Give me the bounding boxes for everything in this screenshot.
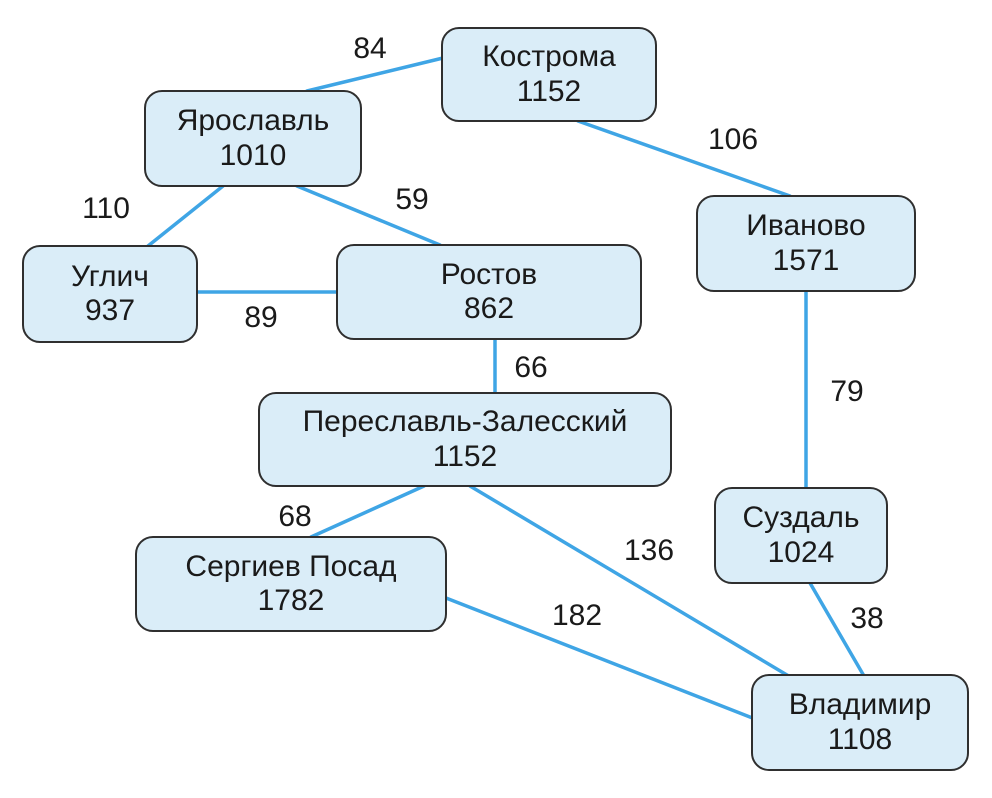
city-value: 1782 [257,584,325,617]
city-name: Владимир [788,688,932,721]
edge-weight-ivanovo-suzdal: 79 [830,375,864,408]
edge-suzdal-vladimir [808,581,866,678]
city-name: Переславль-Залесский [302,405,628,438]
city-value: 862 [463,292,515,325]
city-value: 1152 [516,74,582,108]
edge-weight-yaroslavl-rostov: 59 [395,183,429,216]
city-value: 1010 [219,138,287,172]
city-name: Углич [71,259,149,293]
edge-kostroma-ivanovo [576,119,792,198]
edge-weight-rostov-pereslavl: 66 [514,351,548,384]
edge-yaroslavl-uglich [146,184,225,248]
city-value: 937 [84,294,136,327]
city-name: Ярославль [176,104,330,137]
edge-weight-suzdal-vladimir: 38 [850,602,884,635]
edge-yaroslavl-rostov [295,184,442,247]
edge-weight-yaroslavl-uglich: 110 [82,192,130,225]
city-value: 1152 [432,439,498,473]
edge-weight-kostroma-ivanovo: 106 [707,123,759,156]
edge-pereslavl-vladimir [468,484,794,680]
edge-weight-sergiev-vladimir: 182 [551,599,603,632]
edge-weight-pereslavl-vladimir: 136 [623,534,675,567]
edge-weight-pereslavl-sergiev: 68 [278,500,312,533]
city-name: Ростов [440,257,538,291]
city-name: Иваново [746,209,866,242]
edge-pereslavl-sergiev [309,484,426,539]
city-name: Суздаль [742,501,860,534]
edge-yaroslavl-kostroma [305,56,445,93]
city-value: 1571 [772,243,840,277]
city-value: 1108 [827,722,893,756]
city-value: 1024 [767,535,835,569]
edge-weight-yaroslavl-kostroma: 84 [353,32,387,65]
city-name: Кострома [482,40,616,73]
edge-sergiev-vladimir [444,596,757,721]
edge-weight-uglich-rostov: 89 [244,301,278,334]
city-name: Сергиев Посад [185,549,397,583]
